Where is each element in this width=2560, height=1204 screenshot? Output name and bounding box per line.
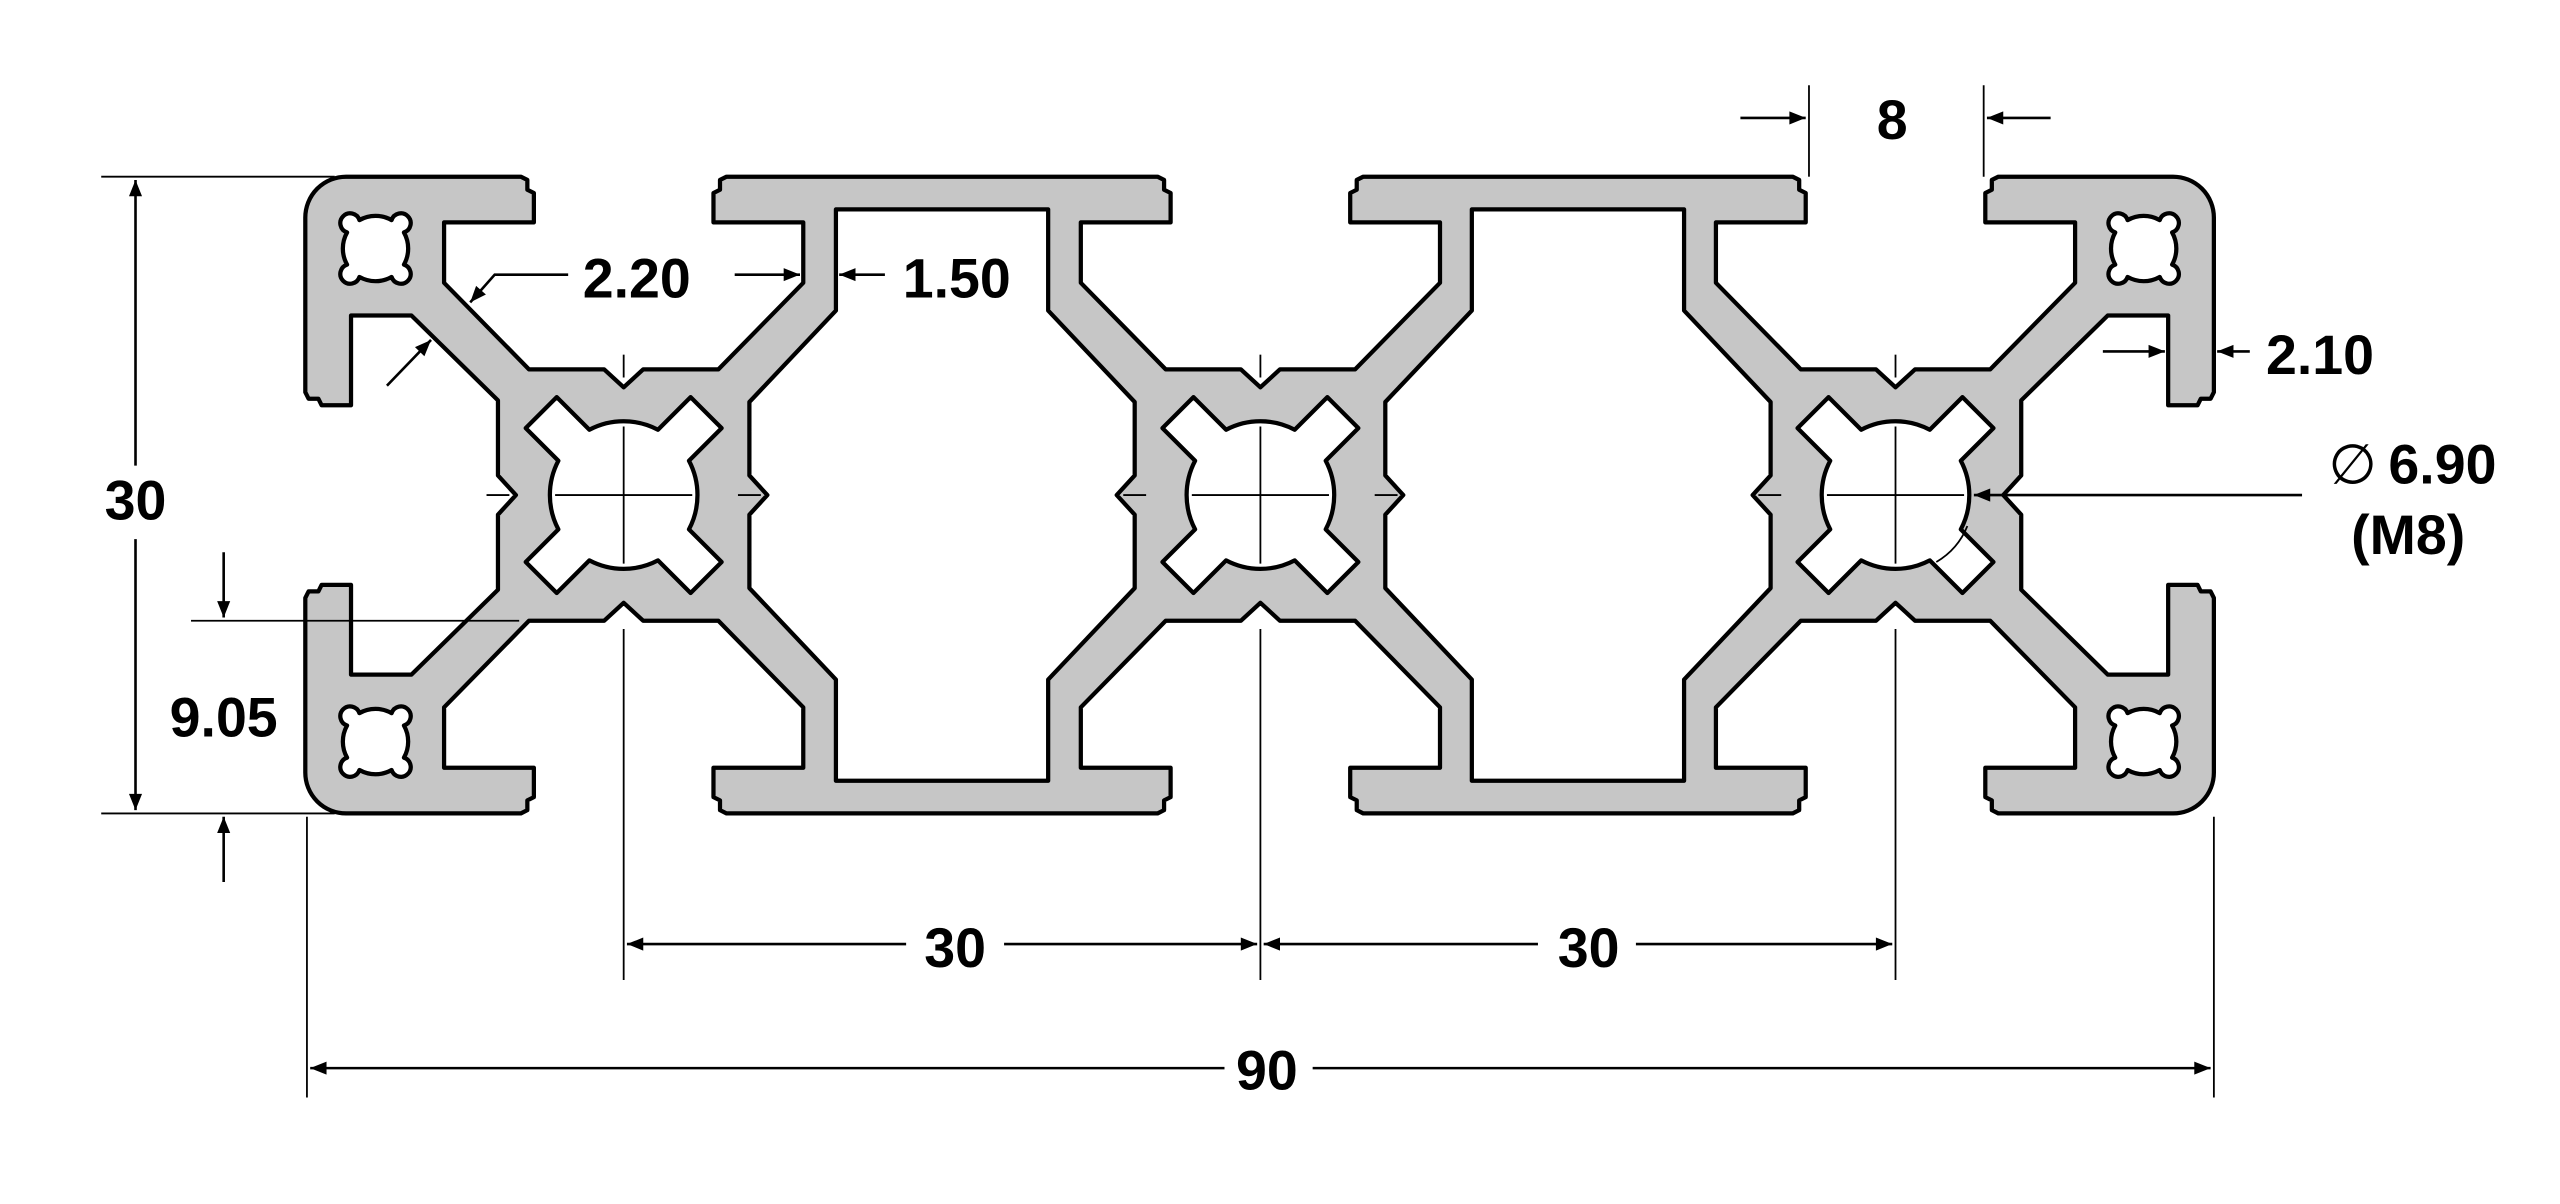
diameter-symbol: ∅ [2328, 433, 2376, 498]
height-label: 30 [105, 470, 167, 532]
dimension-bore: ∅ 6.90 (M8) [1935, 433, 2496, 566]
pitch-label-1: 30 [924, 917, 986, 979]
thread-label: (M8) [2351, 504, 2465, 566]
pitch-label-2: 30 [1558, 917, 1620, 979]
width-label: 90 [1236, 1039, 1298, 1101]
slot-offset-label: 9.05 [170, 687, 278, 749]
bore-diameter-label: 6.90 [2388, 434, 2496, 496]
dimension-diagonal-web: 2.20 [385, 248, 691, 387]
flange-label: 2.10 [2266, 324, 2374, 386]
arrow [385, 339, 432, 387]
leader-arrow [469, 273, 569, 304]
wall-label: 1.50 [903, 248, 1011, 310]
dimension-slot-offset: 9.05 [170, 552, 520, 882]
dimension-slot-width: 8 [1740, 85, 2051, 177]
bore-arc [1935, 525, 1969, 563]
dimension-wall: 1.50 [734, 248, 1011, 310]
dimension-height: 30 [101, 175, 335, 815]
dimension-flange: 2.10 [2102, 324, 2374, 386]
dimension-pitch: 30 30 [622, 628, 1897, 980]
aluminum-profile-section [303, 174, 2216, 816]
dimension-width: 90 [306, 816, 2215, 1101]
diagonal-web-label: 2.20 [583, 248, 691, 310]
slot-width-label: 8 [1877, 89, 1908, 151]
